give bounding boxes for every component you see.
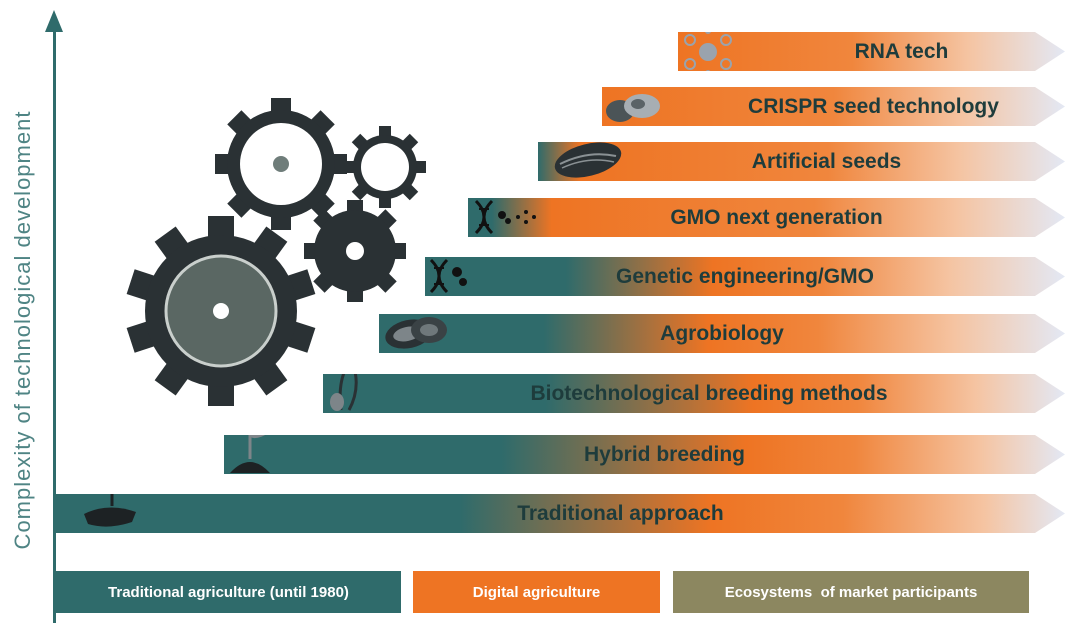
pea-pod-icon [327, 358, 367, 414]
legend-label: Ecosystems of market participants [724, 583, 978, 601]
seed-capsule-icon [602, 87, 666, 125]
band-rna-tech: RNA tech [678, 32, 1065, 71]
y-axis-label: Complexity of technological development [10, 110, 35, 550]
band-label: Traditional approach [517, 501, 724, 525]
sprout-icon [226, 415, 274, 477]
band-label: Biotechnological breeding methods [530, 381, 888, 405]
legend-digital-agriculture: Digital agriculture [413, 571, 660, 613]
band-label: CRISPR seed technology [748, 94, 999, 118]
y-axis-line [53, 28, 56, 623]
band-genetic-engineering-gmo: Genetic engineering/GMO [425, 257, 1065, 296]
band-agrobiology: Agrobiology [379, 314, 1065, 353]
band-crispr-seed-technology: CRISPR seed technology [602, 87, 1065, 126]
legend-label: Traditional agriculture (until 1980) [108, 583, 349, 601]
y-axis-arrow-icon [45, 10, 63, 32]
legend-traditional-agriculture: Traditional agriculture (until 1980) [56, 571, 401, 613]
medium-gear-icon [304, 200, 406, 302]
band-artificial-seeds: Artificial seeds [538, 142, 1065, 181]
legend-ecosystems-market-participants: Ecosystems of market participants [673, 571, 1029, 613]
seed-icon [550, 138, 626, 182]
band-label: Genetic engineering/GMO [616, 264, 874, 288]
molecule-icon [680, 28, 736, 76]
band-biotechnological-breeding-methods: Biotechnological breeding methods [323, 374, 1065, 413]
band-label: Agrobiology [660, 321, 784, 345]
small-gear-icon [344, 126, 426, 208]
band-traditional-approach: Traditional approach [56, 494, 1065, 533]
papaya-icon [379, 308, 457, 354]
large-gear-icon [126, 216, 316, 406]
top-gear-icon [215, 98, 347, 230]
band-label: RNA tech [854, 39, 949, 63]
dna-icon [425, 256, 471, 296]
band-gmo-next-generation: GMO next generation [468, 198, 1065, 237]
hand-plant-icon [78, 478, 144, 534]
legend-label: Digital agriculture [472, 583, 601, 601]
dna-icon [470, 197, 544, 237]
band-label: Hybrid breeding [583, 442, 746, 466]
band-label: Artificial seeds [751, 149, 902, 173]
band-hybrid-breeding: Hybrid breeding [224, 435, 1065, 474]
band-label: GMO next generation [670, 205, 883, 229]
